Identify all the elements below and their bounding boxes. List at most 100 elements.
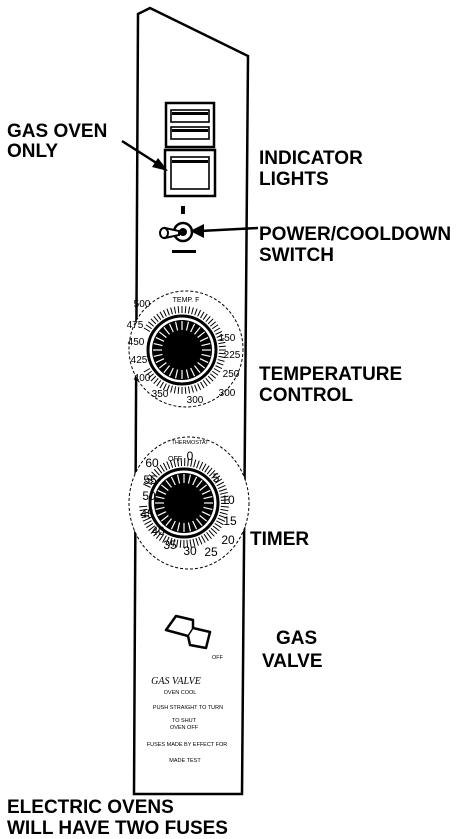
temp-ridge-12: [155, 358, 165, 364]
temperature-knob-ridges: [153, 321, 211, 379]
timer-num-30: 30: [183, 544, 197, 558]
timer-ridge-17: [160, 484, 169, 491]
temp-ridge-4: [194, 365, 201, 374]
temp-ridge-11: [158, 362, 167, 369]
timer-tick-68: [140, 511, 149, 515]
timer-tick-38: [217, 517, 226, 522]
temp-tick-31: [218, 352, 226, 355]
timer-tick-63: [148, 525, 156, 532]
timer-ridge-1: [203, 506, 213, 511]
timer-tick-3: [148, 474, 156, 481]
temp-tick-5: [156, 313, 162, 320]
timer-num-45: 45: [140, 507, 154, 521]
timer-tick-30: [219, 491, 228, 495]
timer-tick-16: [190, 458, 193, 467]
timer-ridge-4: [196, 518, 203, 527]
temp-tick-34: [216, 362, 224, 366]
timer-tick-31: [220, 495, 229, 498]
temp-tick-17: [197, 309, 202, 317]
timer-tick-45: [203, 533, 209, 542]
timer-tick-51: [186, 539, 189, 548]
timer-tick-22: [206, 467, 213, 475]
timer-ridge-26: [201, 489, 211, 495]
timer-num-15: 15: [223, 514, 237, 528]
timer-num-20: 20: [221, 533, 235, 547]
temp-tick-46: [187, 386, 191, 394]
temp-ridge-24: [194, 326, 201, 335]
timer-tick-5: [153, 468, 160, 476]
temp-ridge-19: [168, 323, 174, 333]
temp-tick-23: [212, 324, 219, 330]
temp-ridge-13: [153, 353, 163, 358]
timer-tick-70: [139, 505, 148, 508]
temp-num-475: 475: [127, 320, 144, 331]
temp-num-300: 300: [187, 395, 204, 406]
timer-ridge-20: [176, 474, 181, 484]
temp-tick-21: [207, 318, 214, 325]
temp-tick-20: [205, 315, 211, 322]
temp-ridge-8: [174, 369, 179, 379]
timer-tick-42: [210, 527, 218, 535]
timer-tick-21: [204, 465, 210, 473]
callout-gas-oven-only-line1: GAS OVEN: [7, 121, 107, 142]
temp-tick-1: [145, 324, 152, 330]
timer-tick-66: [142, 517, 151, 522]
temp-ridge-5: [190, 367, 196, 377]
timer-tick-47: [198, 536, 203, 545]
callout-gas-valve-line2: VALVE: [262, 651, 323, 672]
temp-tick-49: [177, 386, 180, 394]
temp-ridge-2: [199, 358, 209, 364]
timer-tick-62: [150, 527, 158, 534]
timer-ridge-24: [196, 479, 203, 488]
temp-ridge-9: [168, 367, 174, 377]
timer-ridge-18: [165, 479, 172, 488]
timer-tick-23: [209, 469, 216, 477]
temp-tick-41: [202, 380, 208, 387]
timer-tick-18: [196, 460, 200, 469]
temp-tick-58: [147, 373, 154, 379]
temp-tick-26: [216, 334, 224, 338]
timer-tick-10: [169, 460, 174, 468]
temp-ridge-10: [163, 365, 170, 374]
temp-tick-55: [156, 380, 162, 387]
temp-ridge-22: [185, 321, 190, 331]
timer-dial: THERMOSTAT 60 OFF 0 5 10 15 20 25 30 35 …: [128, 436, 250, 570]
temp-tick-2: [147, 321, 154, 327]
timer-dial-ticks: [139, 457, 230, 549]
temp-num-500: 500: [134, 299, 151, 310]
temp-ridge-27: [201, 342, 211, 347]
callout-power-switch-line1: POWER/COOLDOWN: [259, 224, 451, 245]
timer-tick-44: [206, 532, 212, 539]
timer-tick-11: [173, 459, 177, 468]
temp-tick-4: [153, 315, 159, 322]
timer-ridge-15: [155, 495, 165, 500]
timer-tick-4: [151, 471, 158, 478]
temp-tick-22: [210, 321, 217, 327]
temp-ridge-20: [174, 321, 179, 331]
temp-tick-59: [145, 370, 152, 376]
timer-tick-61: [153, 529, 160, 537]
timer-tick-57: [165, 536, 170, 545]
timer-dial-title: THERMOSTAT: [171, 440, 209, 446]
temp-tick-56: [153, 378, 159, 385]
temp-ridge-1: [201, 353, 211, 358]
temp-tick-53: [162, 383, 167, 391]
timer-ridge-6: [187, 522, 192, 532]
timer-knob-ridges: [155, 474, 213, 532]
timer-tick-28: [217, 484, 226, 490]
temp-num-350: 350: [152, 389, 169, 400]
timer-tick-37: [218, 514, 227, 519]
timer-tick-67: [141, 514, 150, 519]
timer-tick-12: [176, 458, 180, 467]
timer-tick-6: [156, 466, 163, 474]
temp-num-400: 400: [134, 373, 151, 384]
temp-tick-50: [173, 386, 177, 394]
temp-tick-52: [166, 384, 170, 392]
timer-tick-64: [146, 522, 154, 529]
callout-temperature-line1: TEMPERATURE: [259, 364, 402, 385]
timer-tick-69: [139, 508, 148, 512]
temp-tick-45: [191, 385, 194, 393]
timer-tick-55: [172, 538, 176, 547]
timer-tick-32: [220, 499, 229, 501]
callout-labels: GAS OVEN ONLY INDICATOR LIGHTS POWER/COO…: [7, 121, 451, 839]
